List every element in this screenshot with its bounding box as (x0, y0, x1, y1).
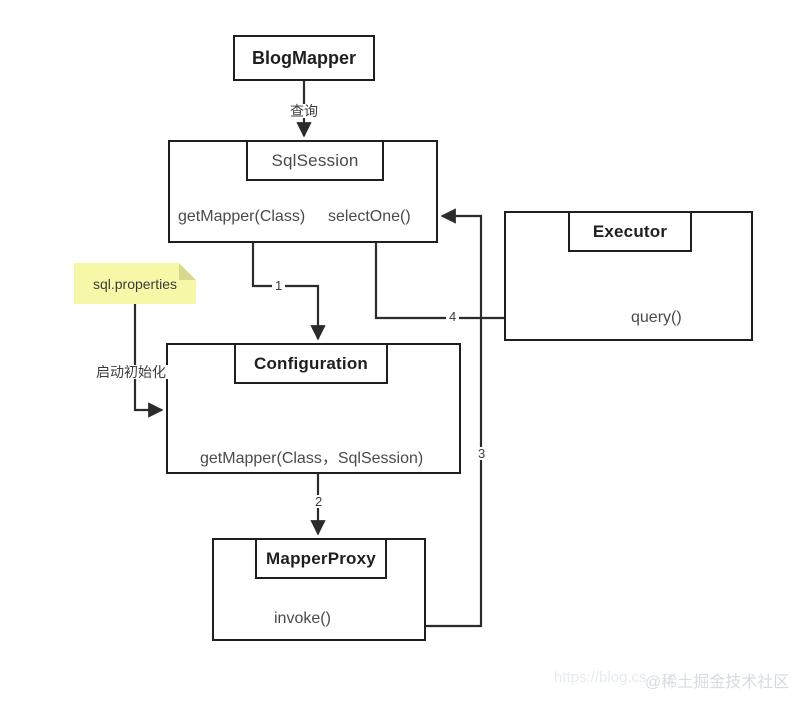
node-blog-mapper-title: BlogMapper (251, 47, 356, 68)
edge-label-2: 2 (312, 495, 326, 508)
edge-label-3: 3 (475, 447, 489, 460)
note-sql-properties-text: sql.properties (92, 275, 178, 292)
edge-init (133, 300, 164, 418)
edge-1 (251, 228, 326, 341)
edge-label-1: 1 (272, 279, 286, 292)
node-executor-title: Executor (568, 211, 692, 252)
member-get-mapper[interactable]: getMapper(Class) (178, 208, 306, 225)
node-blog-mapper[interactable]: BlogMapper (233, 35, 375, 81)
node-configuration-title: Configuration (234, 343, 388, 384)
edge-label-query: 查询 (288, 103, 320, 119)
node-sql-session-title: SqlSession (246, 140, 384, 181)
node-executor[interactable]: Executor query() (504, 211, 753, 341)
node-sql-session[interactable]: SqlSession getMapper(Class) selectOne() (168, 140, 438, 243)
node-configuration[interactable]: Configuration getMapper(Class，SqlSession… (166, 343, 461, 474)
edge-label-4: 4 (446, 310, 460, 323)
member-select-one[interactable]: selectOne() (328, 208, 411, 225)
note-sql-properties[interactable]: sql.properties (74, 263, 196, 304)
member-query[interactable]: query() (631, 309, 682, 326)
node-mapper-proxy[interactable]: MapperProxy invoke() (212, 538, 426, 641)
member-get-mapper-config[interactable]: getMapper(Class，SqlSession) (200, 450, 424, 467)
edge-label-init: 启动初始化 (94, 364, 168, 380)
member-invoke[interactable]: invoke() (274, 610, 331, 627)
node-mapper-proxy-title: MapperProxy (255, 538, 387, 579)
